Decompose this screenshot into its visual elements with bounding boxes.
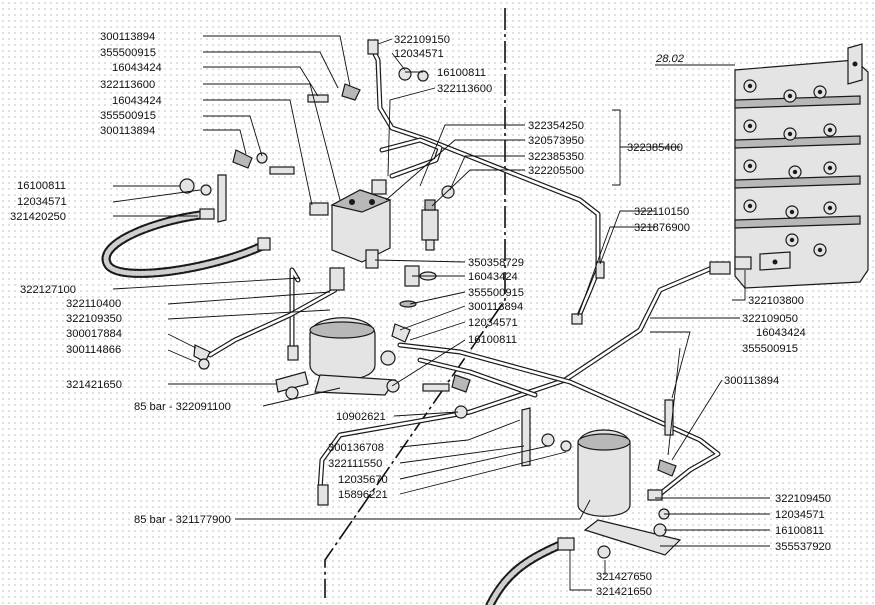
part-label: 322113600	[100, 79, 155, 91]
part-label: 16043424	[468, 271, 518, 283]
part-label: 322385350	[528, 151, 584, 163]
part-label: 16100811	[437, 67, 486, 79]
pipe-network	[207, 45, 721, 501]
part-label: 322109150	[394, 34, 450, 46]
part-label: 355500915	[100, 110, 156, 122]
part-label: 300113894	[100, 125, 155, 137]
part-label: 322113600	[437, 83, 492, 95]
part-label: 12035670	[338, 474, 388, 486]
part-label: 322109350	[66, 313, 122, 325]
part-label: 321427650	[596, 571, 652, 583]
part-label: 322127100	[20, 284, 76, 296]
part-label: 300113894	[100, 31, 155, 43]
part-label: 320573950	[528, 135, 584, 147]
part-labels: 300113894 355500915 16043424 322113600 1…	[10, 31, 831, 598]
part-label: 355500915	[100, 47, 156, 59]
flexible-hose-left	[101, 208, 271, 278]
fittings	[179, 39, 752, 559]
part-label: 322103800	[748, 295, 804, 307]
accumulator-small	[309, 317, 397, 396]
part-label: 16043424	[112, 95, 162, 107]
part-label: 322205500	[528, 165, 584, 177]
part-label: 300113894	[468, 301, 523, 313]
part-label: 300017884	[66, 328, 122, 340]
part-label: 355500915	[742, 343, 798, 355]
part-label: 16100811	[468, 334, 517, 346]
part-label: 322110400	[66, 298, 121, 310]
part-label: 322110150	[634, 206, 689, 218]
part-label: 300136708	[328, 442, 384, 454]
part-label: 300114866	[66, 344, 121, 356]
leader-lines	[112, 35, 770, 591]
accumulator-large	[577, 429, 682, 556]
part-label: 322385400	[627, 142, 683, 154]
part-label: 321420250	[10, 211, 66, 223]
part-label: 355500915	[468, 287, 524, 299]
part-label: 322354250	[528, 120, 584, 132]
part-label: 322111550	[328, 458, 382, 470]
part-label: 15896221	[338, 489, 388, 501]
center-line	[324, 8, 506, 598]
part-label: 12034571	[775, 509, 825, 521]
part-label: 300113894	[724, 375, 779, 387]
pressure-switch	[421, 199, 439, 251]
part-label: 16100811	[775, 525, 824, 537]
part-label: 322109050	[742, 313, 798, 325]
reference-label: 28.02	[655, 53, 685, 65]
part-label: 16100811	[17, 180, 66, 192]
part-label: 321421650	[596, 586, 652, 598]
part-label: 322109450	[775, 493, 831, 505]
part-label: 321876900	[634, 222, 690, 234]
part-label: 12034571	[394, 48, 444, 60]
part-label: 321421650	[66, 379, 122, 391]
valve-block	[309, 179, 392, 269]
part-label: 85 bar - 322091100	[134, 401, 231, 413]
flexible-hose-bottom	[485, 540, 565, 605]
part-label: 16043424	[756, 327, 806, 339]
part-label: 12034571	[17, 196, 67, 208]
part-label: 85 bar - 321177900	[134, 514, 231, 526]
part-label: 16043424	[112, 62, 162, 74]
part-label: 10902621	[336, 411, 386, 423]
distributor-valve-bank	[734, 43, 869, 289]
part-label: 350358729	[468, 257, 524, 269]
part-label: 355537920	[775, 541, 831, 553]
part-label: 12034571	[468, 317, 518, 329]
